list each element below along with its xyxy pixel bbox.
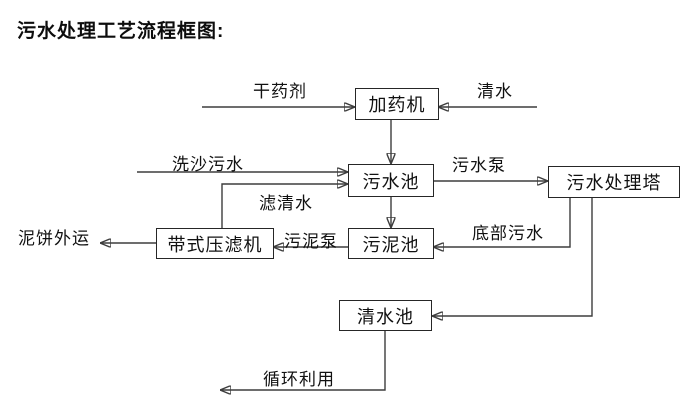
node-label: 污水处理塔	[566, 173, 662, 193]
node-label: 带式压滤机	[167, 234, 263, 255]
node-treatment-tower: 污水处理塔	[548, 166, 680, 198]
node-label: 污泥池	[362, 234, 420, 255]
node-label: 清水池	[357, 306, 414, 327]
flow-label-sand-washing-sewage: 洗沙污水	[172, 155, 244, 174]
flow-label-filtered-water: 滤清水	[259, 194, 313, 213]
node-belt-filter-press: 带式压滤机	[156, 228, 274, 259]
node-label: 污水池	[362, 171, 420, 192]
flow-label-sewage-pump: 污水泵	[452, 156, 506, 175]
node-sewage-pool: 污水池	[348, 164, 434, 197]
node-clean-water-pool: 清水池	[339, 300, 432, 331]
arrow-filtered-water-to-sewage-pool	[221, 184, 348, 228]
flow-label-sludge-pump: 污泥泵	[284, 232, 338, 251]
node-sludge-pool: 污泥池	[348, 228, 434, 259]
arrow-tower-to-clean-pool	[432, 198, 593, 316]
arrow-tower-to-sludge-pool	[433, 198, 571, 247]
flow-label-clean-water: 清水	[477, 82, 513, 101]
flow-label-dry-agent: 干药剂	[253, 82, 307, 101]
flow-label-mud-cake-out: 泥饼外运	[18, 229, 90, 248]
flow-label-recycle-use: 循环利用	[263, 370, 335, 389]
flow-label-bottom-sewage: 底部污水	[472, 224, 544, 243]
page-title: 污水处理工艺流程框图:	[17, 21, 225, 42]
node-label: 加药机	[368, 95, 426, 115]
node-dosing-machine: 加药机	[355, 88, 439, 120]
arrow-clean-pool-to-recycle	[220, 331, 386, 390]
